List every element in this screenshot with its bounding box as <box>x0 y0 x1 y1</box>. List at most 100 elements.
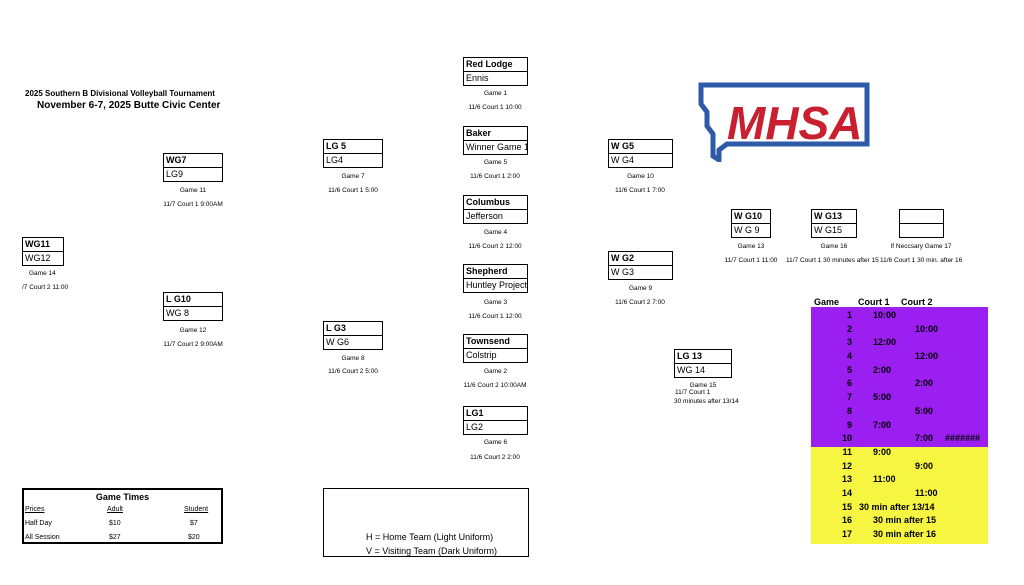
schedule-day1-band <box>811 307 988 447</box>
game8-time: 11/6 Court 2 5:00 <box>328 368 378 375</box>
game15-time-line1: 11/7 Court 1 <box>675 389 711 396</box>
row-time: 30 min after 15 <box>873 515 937 526</box>
schedule-row: 5 2:00 <box>811 363 988 377</box>
row-court1: 9:00 <box>873 446 892 457</box>
game9-time: 11/6 Court 2 7:00 <box>615 299 665 306</box>
game6-box: LG1 LG2 <box>463 406 528 435</box>
prices-row2-adult: $27 <box>109 534 121 541</box>
row-game: 12 <box>841 460 852 471</box>
schedule-row: 4 12:00 <box>811 349 988 363</box>
game16-box: W G13 W G15 <box>811 209 857 238</box>
row-game: 6 <box>846 378 852 389</box>
row-court2: 7:00 <box>915 433 934 444</box>
game13-label: Game 13 <box>737 243 765 250</box>
game13-team-top: W G10 <box>732 210 770 224</box>
game17-label: If Neccsary Game 17 <box>890 243 952 250</box>
schedule-row: 14 11:00 <box>811 486 988 500</box>
game1-team-top: Red Lodge <box>464 58 527 72</box>
game15-team-bottom: WG 14 <box>677 365 706 375</box>
game9-team-top: W G2 <box>609 252 672 266</box>
game12-team-top: L G10 <box>164 293 222 307</box>
game12-team-bottom: WG 8 <box>166 308 190 318</box>
prices-row2-student: $20 <box>188 534 200 541</box>
game2-team-bottom: Colstrip <box>466 350 497 360</box>
prices-col-label: Prices <box>25 506 45 513</box>
row-court1: 10:00 <box>873 310 897 320</box>
prices-col-adult: Adult <box>107 506 123 513</box>
game4-time: 11/6 Court 2 12:00 <box>468 243 522 250</box>
row-court2: 5:00 <box>915 405 934 416</box>
game9-label: Game 9 <box>628 285 653 292</box>
game14-team-bottom: WG12 <box>25 253 51 263</box>
game1-team-bottom: Ennis <box>466 73 489 83</box>
row-game: 14 <box>841 487 852 498</box>
game16-time: 11/7 Court 1 30 minutes after 15 <box>786 257 879 264</box>
row-game: 9 <box>846 419 852 430</box>
game14-label: Game 14 <box>29 270 56 277</box>
prices-row1-label: Half Day <box>25 520 52 527</box>
game4-box: Columbus Jefferson <box>463 195 528 224</box>
game14-team-top: WG11 <box>23 238 63 252</box>
mhsa-logo: MHSA <box>698 82 870 162</box>
game4-team-bottom: Jefferson <box>466 211 503 221</box>
row-court2: 2:00 <box>915 378 934 389</box>
row-court2: 12:00 <box>915 351 939 362</box>
game14-time: /7 Court 2 11:00 <box>22 284 69 291</box>
game17-box <box>899 209 944 238</box>
row-court1: 12:00 <box>873 337 897 348</box>
game5-time: 11/6 Court 1 2:00 <box>470 173 520 180</box>
row-time: 30 min after 13/14 <box>859 501 935 512</box>
row-game: 10 <box>841 433 852 444</box>
montana-outline <box>698 82 870 162</box>
row-game: 4 <box>846 351 852 362</box>
row-court2: 11:00 <box>915 487 938 498</box>
game12-time: 11/7 Court 2 9:00AM <box>163 341 223 348</box>
row-court1: 2:00 <box>873 364 892 375</box>
mhsa-logo-text: MHSA <box>727 97 862 149</box>
prices-box: Game Times Prices Adult Student Half Day… <box>22 488 223 544</box>
game17-team-top <box>900 210 943 224</box>
game9-team-bottom: W G3 <box>611 267 635 277</box>
game6-team-top: LG1 <box>464 407 527 421</box>
game15-time-line2: 30 minutes after 13/14 <box>674 398 739 405</box>
row-game: 5 <box>846 364 852 375</box>
schedule-day2-band <box>811 447 988 544</box>
game12-box: L G10 WG 8 <box>163 292 223 321</box>
game15-label: Game 15 <box>689 382 717 389</box>
row-court2: 10:00 <box>915 323 939 334</box>
game1-time: 11/6 Court 1 10:00 <box>468 104 522 111</box>
row-game: 1 <box>846 310 852 320</box>
schedule-header-court2: Court 2 <box>901 297 933 307</box>
game13-box: W G10 W G 9 <box>731 209 771 238</box>
game12-label: Game 12 <box>179 327 207 334</box>
prices-row1-student: $7 <box>190 520 198 527</box>
row-game: 13 <box>841 474 852 485</box>
row-game: 15 <box>841 501 852 512</box>
game11-box: WG7 LG9 <box>163 153 223 182</box>
prices-row2-label: All Session <box>25 534 60 541</box>
row-game: 8 <box>846 405 852 416</box>
game9-box: W G2 W G3 <box>608 251 673 280</box>
game3-team-top: Shepherd <box>464 265 527 279</box>
game2-time: 11/6 Court 2 10:00AM <box>463 382 527 389</box>
tournament-title: 2025 Southern B Divisional Volleyball To… <box>25 89 215 98</box>
game11-team-top: WG7 <box>164 154 222 168</box>
game7-box: LG 5 LG4 <box>323 139 383 168</box>
game3-box: Shepherd Huntley Project <box>463 264 528 293</box>
game15-box: LG 13 WG 14 <box>674 349 732 378</box>
schedule-header-game: Game <box>814 297 840 307</box>
game16-team-top: W G13 <box>812 210 856 224</box>
game7-label: Game 7 <box>341 173 365 180</box>
schedule-row: 15 30 min after 13/14 <box>811 500 988 514</box>
game17-team-bottom <box>900 224 943 237</box>
schedule-header-court1: Court 1 <box>858 297 890 307</box>
row-time: 30 min after 16 <box>873 529 937 539</box>
game16-team-bottom: W G15 <box>814 225 843 235</box>
game13-time: 11/7 Court 1 11:00 <box>724 257 778 264</box>
